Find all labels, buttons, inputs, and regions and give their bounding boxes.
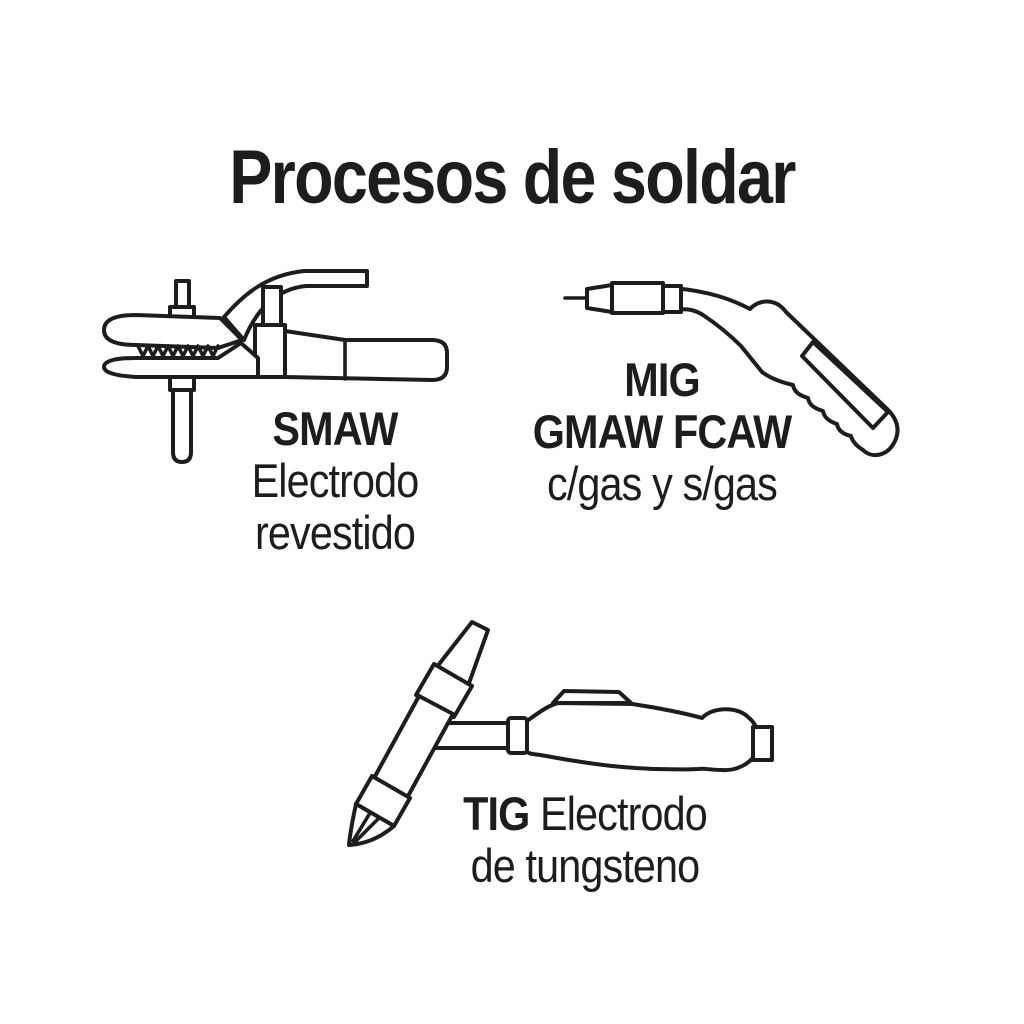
tig-label: TIG Electrodo de tungsteno	[440, 788, 730, 892]
smaw-desc-line2: revestido	[255, 506, 416, 559]
mig-name: MIG	[624, 353, 700, 406]
smaw-name: SMAW	[272, 402, 398, 455]
smaw-electrode-holder-icon	[92, 253, 450, 465]
tig-desc-line2: de tungsteno	[470, 839, 701, 892]
mig-welding-gun-icon	[563, 275, 910, 470]
mig-label: MIG GMAW FCAW c/gas y s/gas	[530, 354, 794, 510]
tig-torch-icon	[340, 612, 800, 850]
smaw-desc-line1: Electrodo	[251, 454, 420, 507]
mig-desc-line1: c/gas y s/gas	[547, 457, 778, 510]
tig-desc-line1: Electrodo	[540, 787, 708, 840]
tig-name: TIG	[463, 787, 530, 840]
tig-line1: TIG Electrodo	[440, 788, 730, 840]
page-title: Procesos de soldar	[229, 135, 796, 220]
mig-name-secondary: GMAW FCAW	[532, 405, 792, 458]
smaw-label: SMAW Electrodo revestido	[194, 403, 476, 559]
